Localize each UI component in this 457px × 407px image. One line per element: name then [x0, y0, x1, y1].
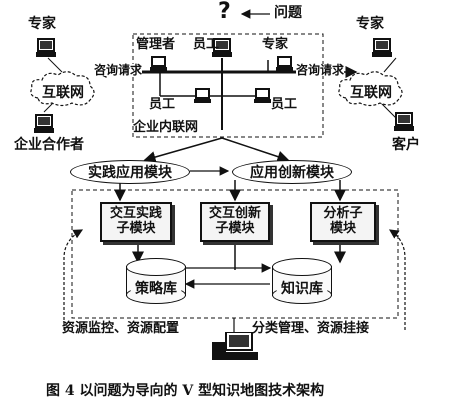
knowledge-database-label: 知识库 [281, 281, 323, 297]
customer-label: 客户 [392, 137, 420, 153]
computer-icon [254, 88, 271, 103]
employee-top-label: 员工 [193, 37, 220, 52]
expert-inner-label: 专家 [262, 37, 289, 52]
resource-monitor-label: 资源监控、资源配置 [62, 321, 180, 336]
computer-icon [372, 38, 392, 57]
computer-icon [394, 112, 414, 131]
computer-icon [34, 114, 54, 133]
interactive-practice-line1: 交互实践 [109, 206, 162, 222]
question-label: 问题 [274, 5, 302, 21]
interactive-innovation-submodule: 交互创新 子模块 [200, 202, 270, 242]
internet-cloud-left: 互联网 [28, 70, 98, 108]
manager-label: 管理者 [136, 37, 176, 52]
figure-caption: 图 4 以问题为导向的 V 型知识地图技术架构 [46, 383, 325, 399]
interactive-innovation-line2: 子模块 [215, 221, 255, 236]
computer-icon [276, 56, 293, 71]
computer-icon [194, 88, 211, 103]
innovation-module: 应用创新模块 [232, 160, 352, 184]
analysis-line1: 分析子 [323, 206, 363, 222]
internet-cloud-right: 互联网 [336, 70, 406, 108]
question-mark: ? [218, 0, 231, 24]
analysis-submodule: 分析子 模块 [310, 202, 376, 242]
computer-icon [212, 38, 232, 57]
computer-icon [150, 56, 167, 71]
consult-right-label: 咨询请求 [296, 63, 345, 77]
internet-right-label: 互联网 [350, 85, 392, 101]
internet-left-label: 互联网 [42, 85, 84, 101]
expert-left-label: 专家 [28, 16, 56, 32]
practice-module: 实践应用模块 [70, 160, 190, 184]
expert-right-label: 专家 [356, 16, 384, 32]
analysis-line2: 模块 [329, 221, 356, 236]
interactive-practice-submodule: 交互实践 子模块 [100, 202, 172, 242]
employee-right-label: 员工 [271, 97, 298, 112]
computer-icon [36, 38, 56, 57]
strategy-database: 策略库 [126, 258, 186, 304]
partner-label: 企业合作者 [14, 137, 84, 153]
classification-label: 分类管理、资源挂接 [252, 321, 370, 336]
practice-module-label: 实践应用模块 [88, 165, 172, 181]
server-computer-icon [212, 332, 258, 360]
interactive-innovation-line1: 交互创新 [208, 206, 261, 222]
interactive-practice-line2: 子模块 [116, 221, 156, 236]
consult-left-label: 咨询请求 [94, 63, 143, 77]
knowledge-database: 知识库 [272, 258, 332, 304]
innovation-module-label: 应用创新模块 [250, 165, 334, 181]
employee-left-label: 员工 [149, 97, 176, 112]
strategy-database-label: 策略库 [135, 281, 177, 297]
intranet-label: 企业内联网 [133, 120, 199, 135]
